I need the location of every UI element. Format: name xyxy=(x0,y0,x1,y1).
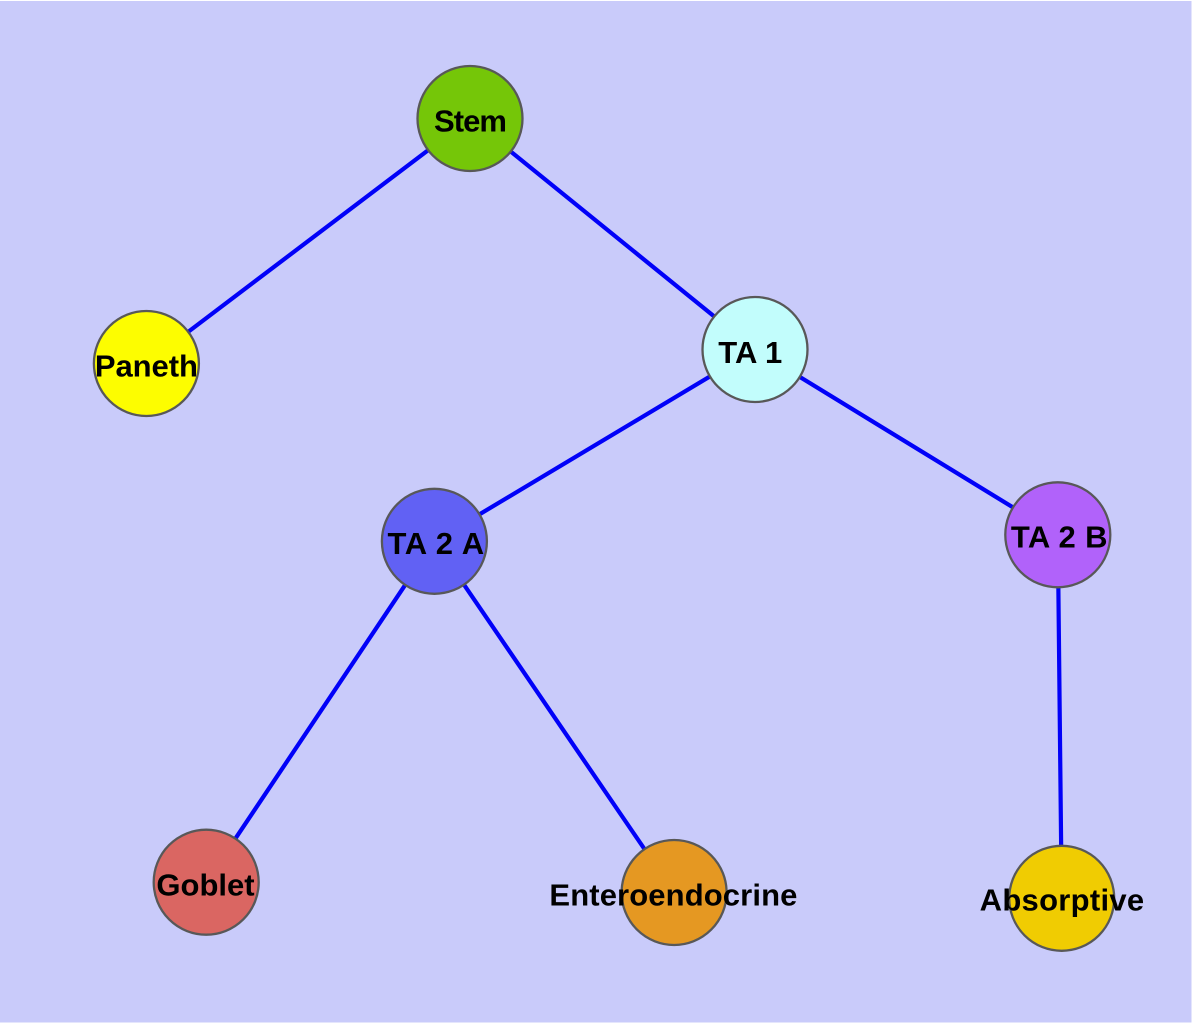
svg-text:Enteroendocrine: Enteroendocrine xyxy=(549,878,797,913)
svg-text:Stem: Stem xyxy=(434,104,507,139)
svg-text:Paneth: Paneth xyxy=(95,348,198,383)
svg-text:TA 2 B: TA 2 B xyxy=(1011,520,1108,555)
svg-text:Absorptive: Absorptive xyxy=(980,883,1145,918)
svg-text:Goblet: Goblet xyxy=(156,868,254,903)
svg-text:TA 2 A: TA 2 A xyxy=(387,526,484,561)
svg-text:TA 1: TA 1 xyxy=(718,335,782,370)
